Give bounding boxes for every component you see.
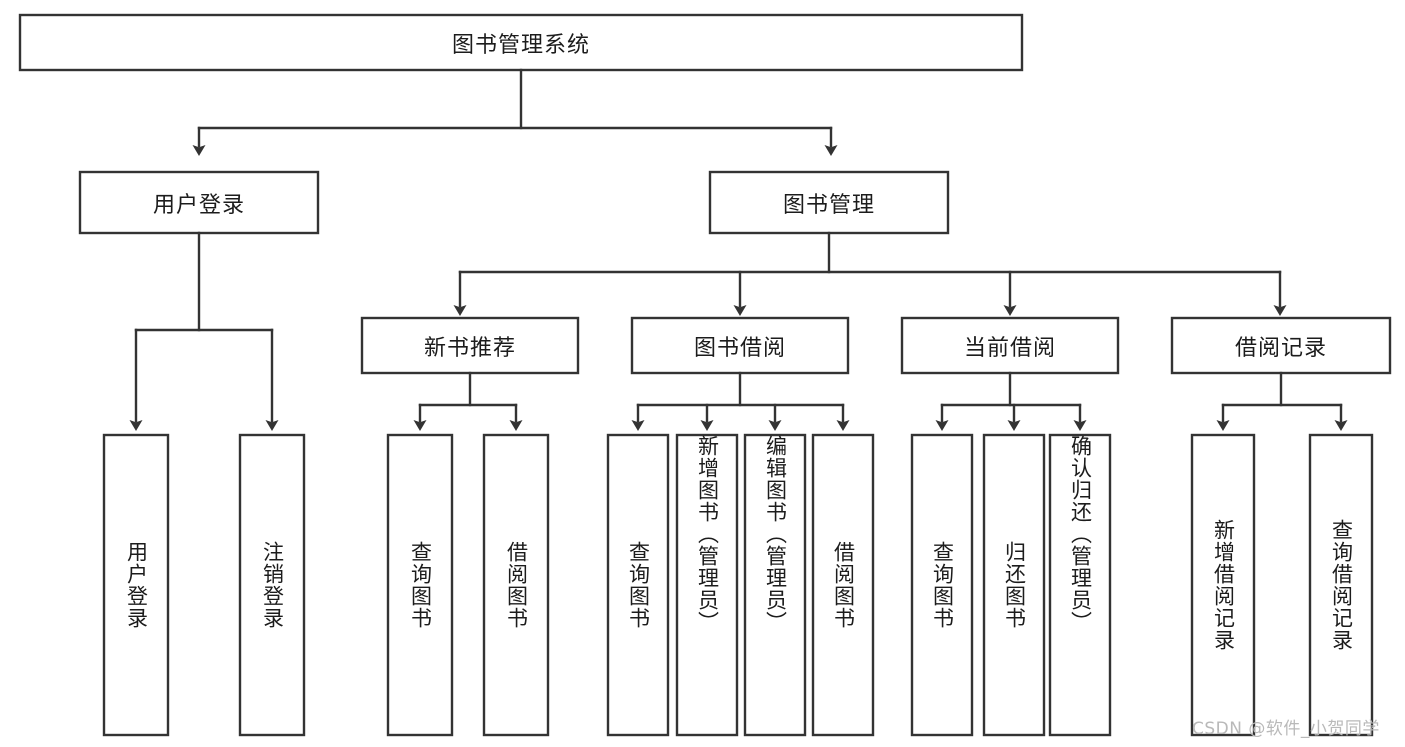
node-root-box[interactable] <box>18 13 1024 72</box>
leaf-box-add-book-admin[interactable] <box>675 433 739 737</box>
leaf-box-logout[interactable] <box>238 433 306 737</box>
node-book-mgmt-box[interactable] <box>708 170 950 235</box>
leaf-box-search-books-1[interactable] <box>386 433 454 737</box>
leaf-box-borrow-books-2[interactable] <box>811 433 875 737</box>
leaf-box-add-record[interactable] <box>1190 433 1256 737</box>
leaf-box-search-books-2[interactable] <box>606 433 670 737</box>
leaf-box-return-books[interactable] <box>982 433 1046 737</box>
node-new-books-box[interactable] <box>360 316 580 375</box>
node-user-login-box[interactable] <box>78 170 320 235</box>
leaf-box-user-login[interactable] <box>102 433 170 737</box>
leaf-box-search-books-3[interactable] <box>910 433 974 737</box>
node-current-borrow-box[interactable] <box>900 316 1120 375</box>
leaf-box-search-record[interactable] <box>1308 433 1374 737</box>
leaf-box-confirm-return-admin[interactable] <box>1048 433 1112 737</box>
leaf-box-edit-book-admin[interactable] <box>743 433 807 737</box>
leaf-box-borrow-books-1[interactable] <box>482 433 550 737</box>
node-book-borrow-box[interactable] <box>630 316 850 375</box>
node-borrow-records-box[interactable] <box>1170 316 1392 375</box>
